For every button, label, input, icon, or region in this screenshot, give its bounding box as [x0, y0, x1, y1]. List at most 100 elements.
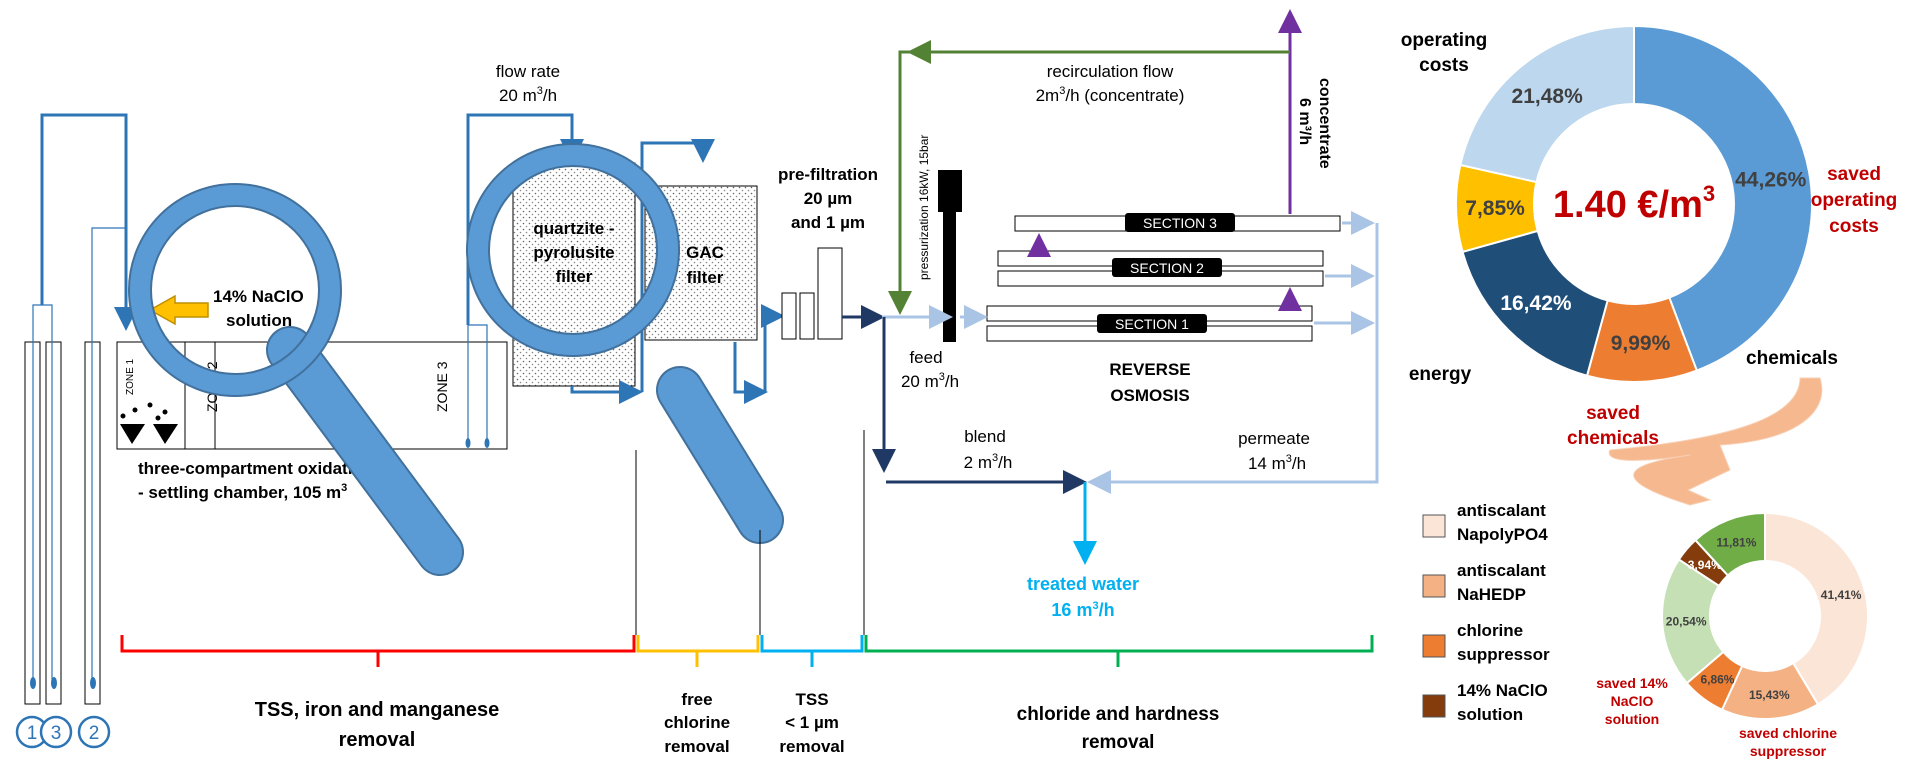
legend-label: NaHEDP — [1457, 585, 1526, 604]
donut-value-label: 9,99% — [1611, 332, 1671, 355]
operating-costs-label: operating — [1401, 30, 1488, 51]
legend-swatch — [1422, 634, 1446, 658]
feed-value: 20 m3/h — [901, 371, 959, 391]
zone1-label: ZONE 1 — [125, 358, 136, 395]
bracket-label: chloride and hardness — [1017, 704, 1220, 725]
saved-suppressor-label: saved chlorine — [1739, 725, 1837, 741]
prefilter-cartridge — [817, 247, 843, 340]
cost-center-value: 1.40 €/m3 — [1553, 181, 1715, 226]
bracket-label: < 1 µm — [785, 713, 839, 732]
donut-value-label: 41,41% — [1821, 588, 1862, 602]
bracket-label: removal — [339, 729, 416, 751]
magnifier-icon — [466, 143, 784, 544]
section-2-badge — [1112, 258, 1222, 277]
donut-value-label: 20,54% — [1666, 614, 1707, 628]
donut-value-label: 11,81% — [1716, 536, 1756, 550]
bracket-label: removal — [779, 737, 844, 756]
treated-water-label: treated water — [1027, 574, 1139, 594]
legend-label: antiscalant — [1457, 501, 1546, 520]
legend-swatch — [1422, 514, 1446, 538]
legend-label: 14% NaClO — [1457, 681, 1548, 700]
legend-swatch — [1422, 694, 1446, 718]
chamber-title: three-compartment oxidation — [138, 459, 373, 478]
naclo-dosing-arrow — [148, 294, 209, 326]
quartzite-label: quartzite - — [533, 219, 614, 238]
ro-title: REVERSE — [1109, 360, 1190, 379]
well-marker-3 — [39, 715, 73, 749]
donut-value-label: 3,94% — [1688, 558, 1722, 572]
cost-donut-chart: 44,26% 9,99% 16,42% 7,85% 21,48% — [1455, 24, 1813, 383]
saved-suppressor-label: suppressor — [1750, 743, 1827, 759]
bracket-label: TSS, iron and manganese — [255, 699, 500, 721]
permeate-value: 14 m3/h — [1248, 453, 1306, 473]
flow-rate-label: flow rate — [496, 62, 560, 81]
energy-label: energy — [1409, 364, 1472, 385]
pump-column — [943, 212, 956, 342]
flow-rate-value: 20 m3/h — [499, 85, 557, 105]
section-3-label: SECTION 3 — [1143, 215, 1217, 231]
section-2-label: SECTION 2 — [1130, 260, 1204, 276]
permeate-label: permeate — [1238, 429, 1310, 448]
bracket-label: TSS — [795, 690, 828, 709]
pressurization-label: pressurization 16kW, 15bar — [917, 135, 931, 280]
chamber-subtitle: - settling chamber, 105 m3 — [138, 482, 347, 502]
legend-label: NapolyPO4 — [1457, 525, 1548, 544]
magnifier-icon — [128, 183, 464, 576]
recirculation-label: recirculation flow — [1047, 62, 1174, 81]
donut-slice — [1459, 24, 1635, 184]
saved-chemicals-label: saved — [1586, 403, 1640, 424]
chemical-donut-chart: 41,41% 15,43% 6,86% 20,54% 3,94% 11,81% — [1661, 511, 1869, 720]
chemical-legend: antiscalantNapolyPO4antiscalantNaHEDPchl… — [1422, 501, 1550, 724]
saved-operating-label: costs — [1829, 216, 1879, 237]
well-label-2: 2 — [89, 723, 100, 744]
legend-label: suppressor — [1457, 645, 1550, 664]
operating-costs-label: costs — [1419, 55, 1469, 76]
prefiltration-label: and 1 µm — [791, 213, 865, 232]
treated-water-value: 16 m3/h — [1051, 600, 1114, 620]
gac-label: filter — [687, 268, 724, 287]
bracket-label: removal — [1082, 732, 1155, 753]
legend-label: antiscalant — [1457, 561, 1546, 580]
blend-label: blend — [964, 427, 1006, 446]
naclo-label: solution — [226, 311, 292, 330]
quartzite-label: filter — [556, 267, 593, 286]
well-label-1: 1 — [27, 723, 38, 744]
saved-naclo-label: solution — [1605, 711, 1659, 727]
donut-value-label: 15,43% — [1749, 688, 1790, 702]
donut-slice — [1633, 24, 1813, 372]
well-tube-3 — [45, 341, 62, 705]
saved-naclo-label: NaClO — [1611, 693, 1654, 709]
donut-value-label: 16,42% — [1500, 292, 1572, 315]
concentrate-label: concentrate — [1316, 78, 1333, 169]
feed-label: feed — [909, 348, 942, 367]
blend-value: 2 m3/h — [964, 452, 1013, 472]
bracket-tss-1um — [760, 635, 864, 667]
prefiltration-label: 20 µm — [804, 189, 853, 208]
zone3-label: ZONE 3 — [434, 361, 450, 412]
saved-operating-label: operating — [1811, 190, 1898, 211]
bracket-chloride — [864, 635, 1374, 667]
legend-label: solution — [1457, 705, 1523, 724]
wells: 1 3 2 — [15, 113, 138, 749]
donut-value-label: 7,85% — [1465, 197, 1525, 220]
saved-chemicals-label: chemicals — [1567, 428, 1659, 449]
prefiltration-label: pre-filtration — [778, 165, 878, 184]
process-brackets: TSS, iron and manganese removal free chl… — [120, 430, 1374, 756]
donut-value-label: 44,26% — [1735, 168, 1807, 191]
saved-operating-label: saved — [1827, 164, 1881, 185]
ro-title: OSMOSIS — [1110, 386, 1189, 405]
bracket-free-chlorine — [636, 635, 760, 667]
bracket-label: removal — [664, 737, 729, 756]
prefilter-cartridge — [799, 292, 815, 340]
concentrate-value: 6 m³/h — [1296, 98, 1313, 145]
saved-naclo-label: saved 14% — [1596, 675, 1668, 691]
section-1-label: SECTION 1 — [1115, 316, 1189, 332]
donut-value-label: 21,48% — [1512, 85, 1584, 108]
legend-label: chlorine — [1457, 621, 1523, 640]
gac-label: GAC — [686, 243, 724, 262]
recirculation-value: 2m3/h (concentrate) — [1036, 85, 1185, 105]
pump — [938, 170, 962, 212]
section-3-badge — [1125, 213, 1235, 232]
donut-value-label: 6,86% — [1700, 672, 1734, 686]
